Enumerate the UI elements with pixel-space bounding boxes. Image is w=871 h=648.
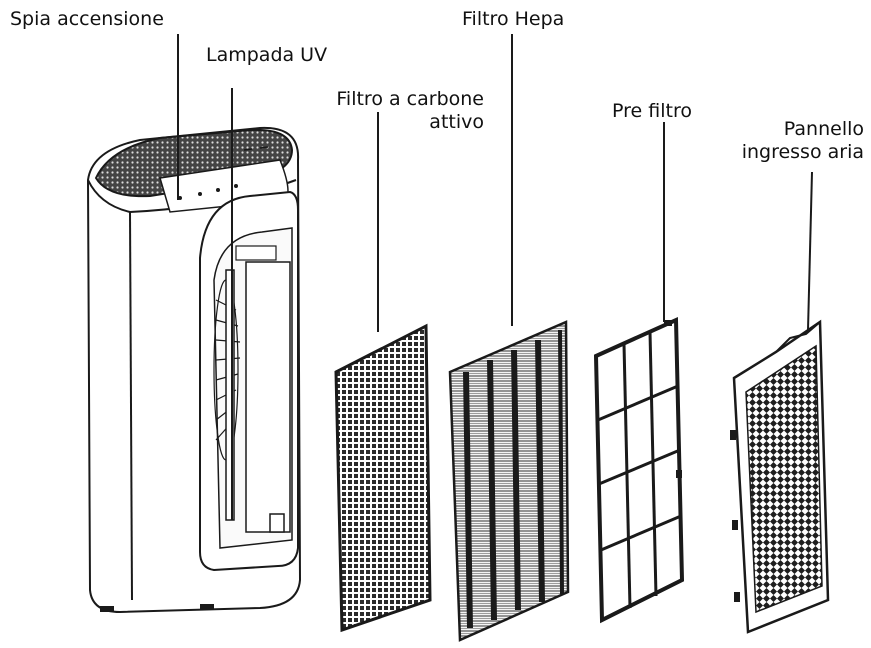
leader-inlet-panel: [807, 171, 813, 331]
label-uv-lamp: Lampada UV: [206, 44, 328, 66]
inlet-panel: [730, 319, 830, 634]
label-pre-filter: Pre filtro: [612, 100, 692, 122]
label-power-light: Spia accensione: [10, 8, 164, 30]
label-carbon-filter: Filtro a carbone attivo: [298, 88, 484, 134]
label-carbon-filter-line1: Filtro a carbone: [336, 88, 484, 110]
label-inlet-panel-line1: Pannello: [783, 118, 864, 140]
carbon-filter: [334, 323, 432, 633]
leader-lines: [177, 34, 813, 520]
purifier-unit: [86, 126, 302, 614]
hepa-filter: [448, 320, 570, 642]
label-hepa-filter: Filtro Hepa: [462, 8, 565, 30]
label-inlet-panel: Pannello ingresso aria: [720, 118, 864, 164]
label-carbon-filter-line2: attivo: [429, 111, 484, 133]
label-inlet-panel-line2: ingresso aria: [741, 141, 864, 163]
pre-filter: [593, 316, 685, 624]
